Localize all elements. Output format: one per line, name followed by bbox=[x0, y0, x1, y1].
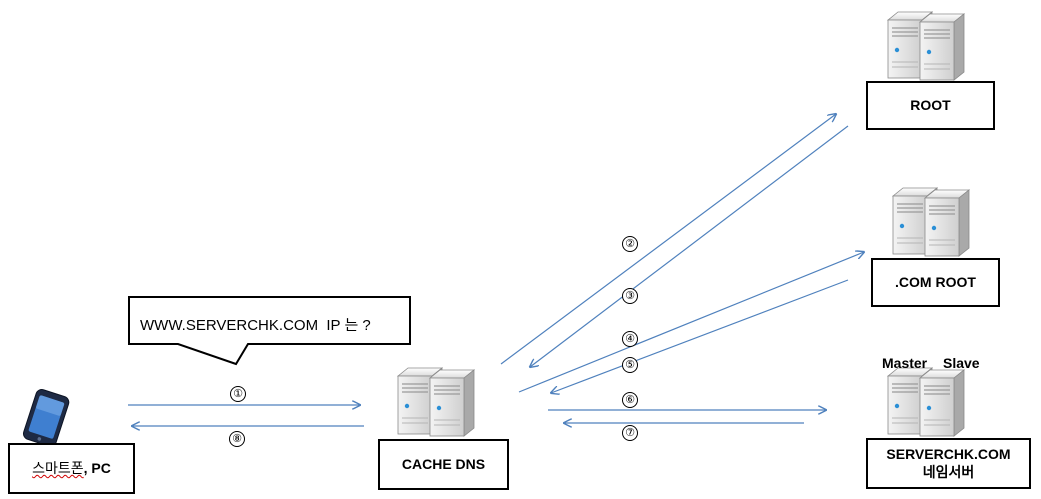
cache-dns-server-icon bbox=[397, 367, 475, 437]
com-root-server-icon bbox=[892, 187, 970, 257]
client-box: 스마트폰, PC bbox=[8, 443, 135, 494]
nameserver-box: SERVERCHK.COM 네임서버 bbox=[866, 438, 1031, 489]
arrow-step-2 bbox=[500, 114, 836, 365]
com-root-label: .COM ROOT bbox=[895, 273, 976, 290]
nameserver-label-line1: SERVERCHK.COM bbox=[886, 446, 1011, 462]
step-3-marker: ③ bbox=[622, 288, 638, 304]
arrow-step-5 bbox=[551, 279, 849, 393]
step-2-marker: ② bbox=[622, 236, 638, 252]
root-box: ROOT bbox=[866, 81, 995, 130]
step-7-marker: ⑦ bbox=[622, 425, 638, 441]
com-root-box: .COM ROOT bbox=[871, 258, 1000, 307]
smartphone-icon bbox=[22, 389, 70, 447]
master-label: Master bbox=[882, 355, 928, 371]
cache-dns-box: CACHE DNS bbox=[378, 439, 509, 490]
step-6-marker: ⑥ bbox=[622, 392, 638, 408]
step-1-marker: ① bbox=[230, 386, 246, 402]
nameserver-label-line2: 네임서버 bbox=[922, 463, 975, 480]
step-5-marker: ⑤ bbox=[622, 357, 638, 373]
client-label-korean: 스마트폰 bbox=[32, 459, 84, 476]
nameserver-server-icon bbox=[887, 367, 965, 437]
arrow-step-4 bbox=[518, 252, 864, 393]
root-server-icon bbox=[887, 11, 965, 81]
query-bubble-text: WWW.SERVERCHK.COM IP 는 ? bbox=[140, 317, 371, 334]
step-8-marker: ⑧ bbox=[229, 431, 245, 447]
client-label-rest: , PC bbox=[83, 459, 111, 476]
slave-label: Slave bbox=[943, 355, 980, 371]
query-bubble bbox=[128, 296, 411, 366]
root-label: ROOT bbox=[910, 96, 951, 113]
cache-dns-label: CACHE DNS bbox=[401, 455, 486, 472]
step-4-marker: ④ bbox=[622, 331, 638, 347]
arrow-step-3 bbox=[530, 125, 849, 367]
